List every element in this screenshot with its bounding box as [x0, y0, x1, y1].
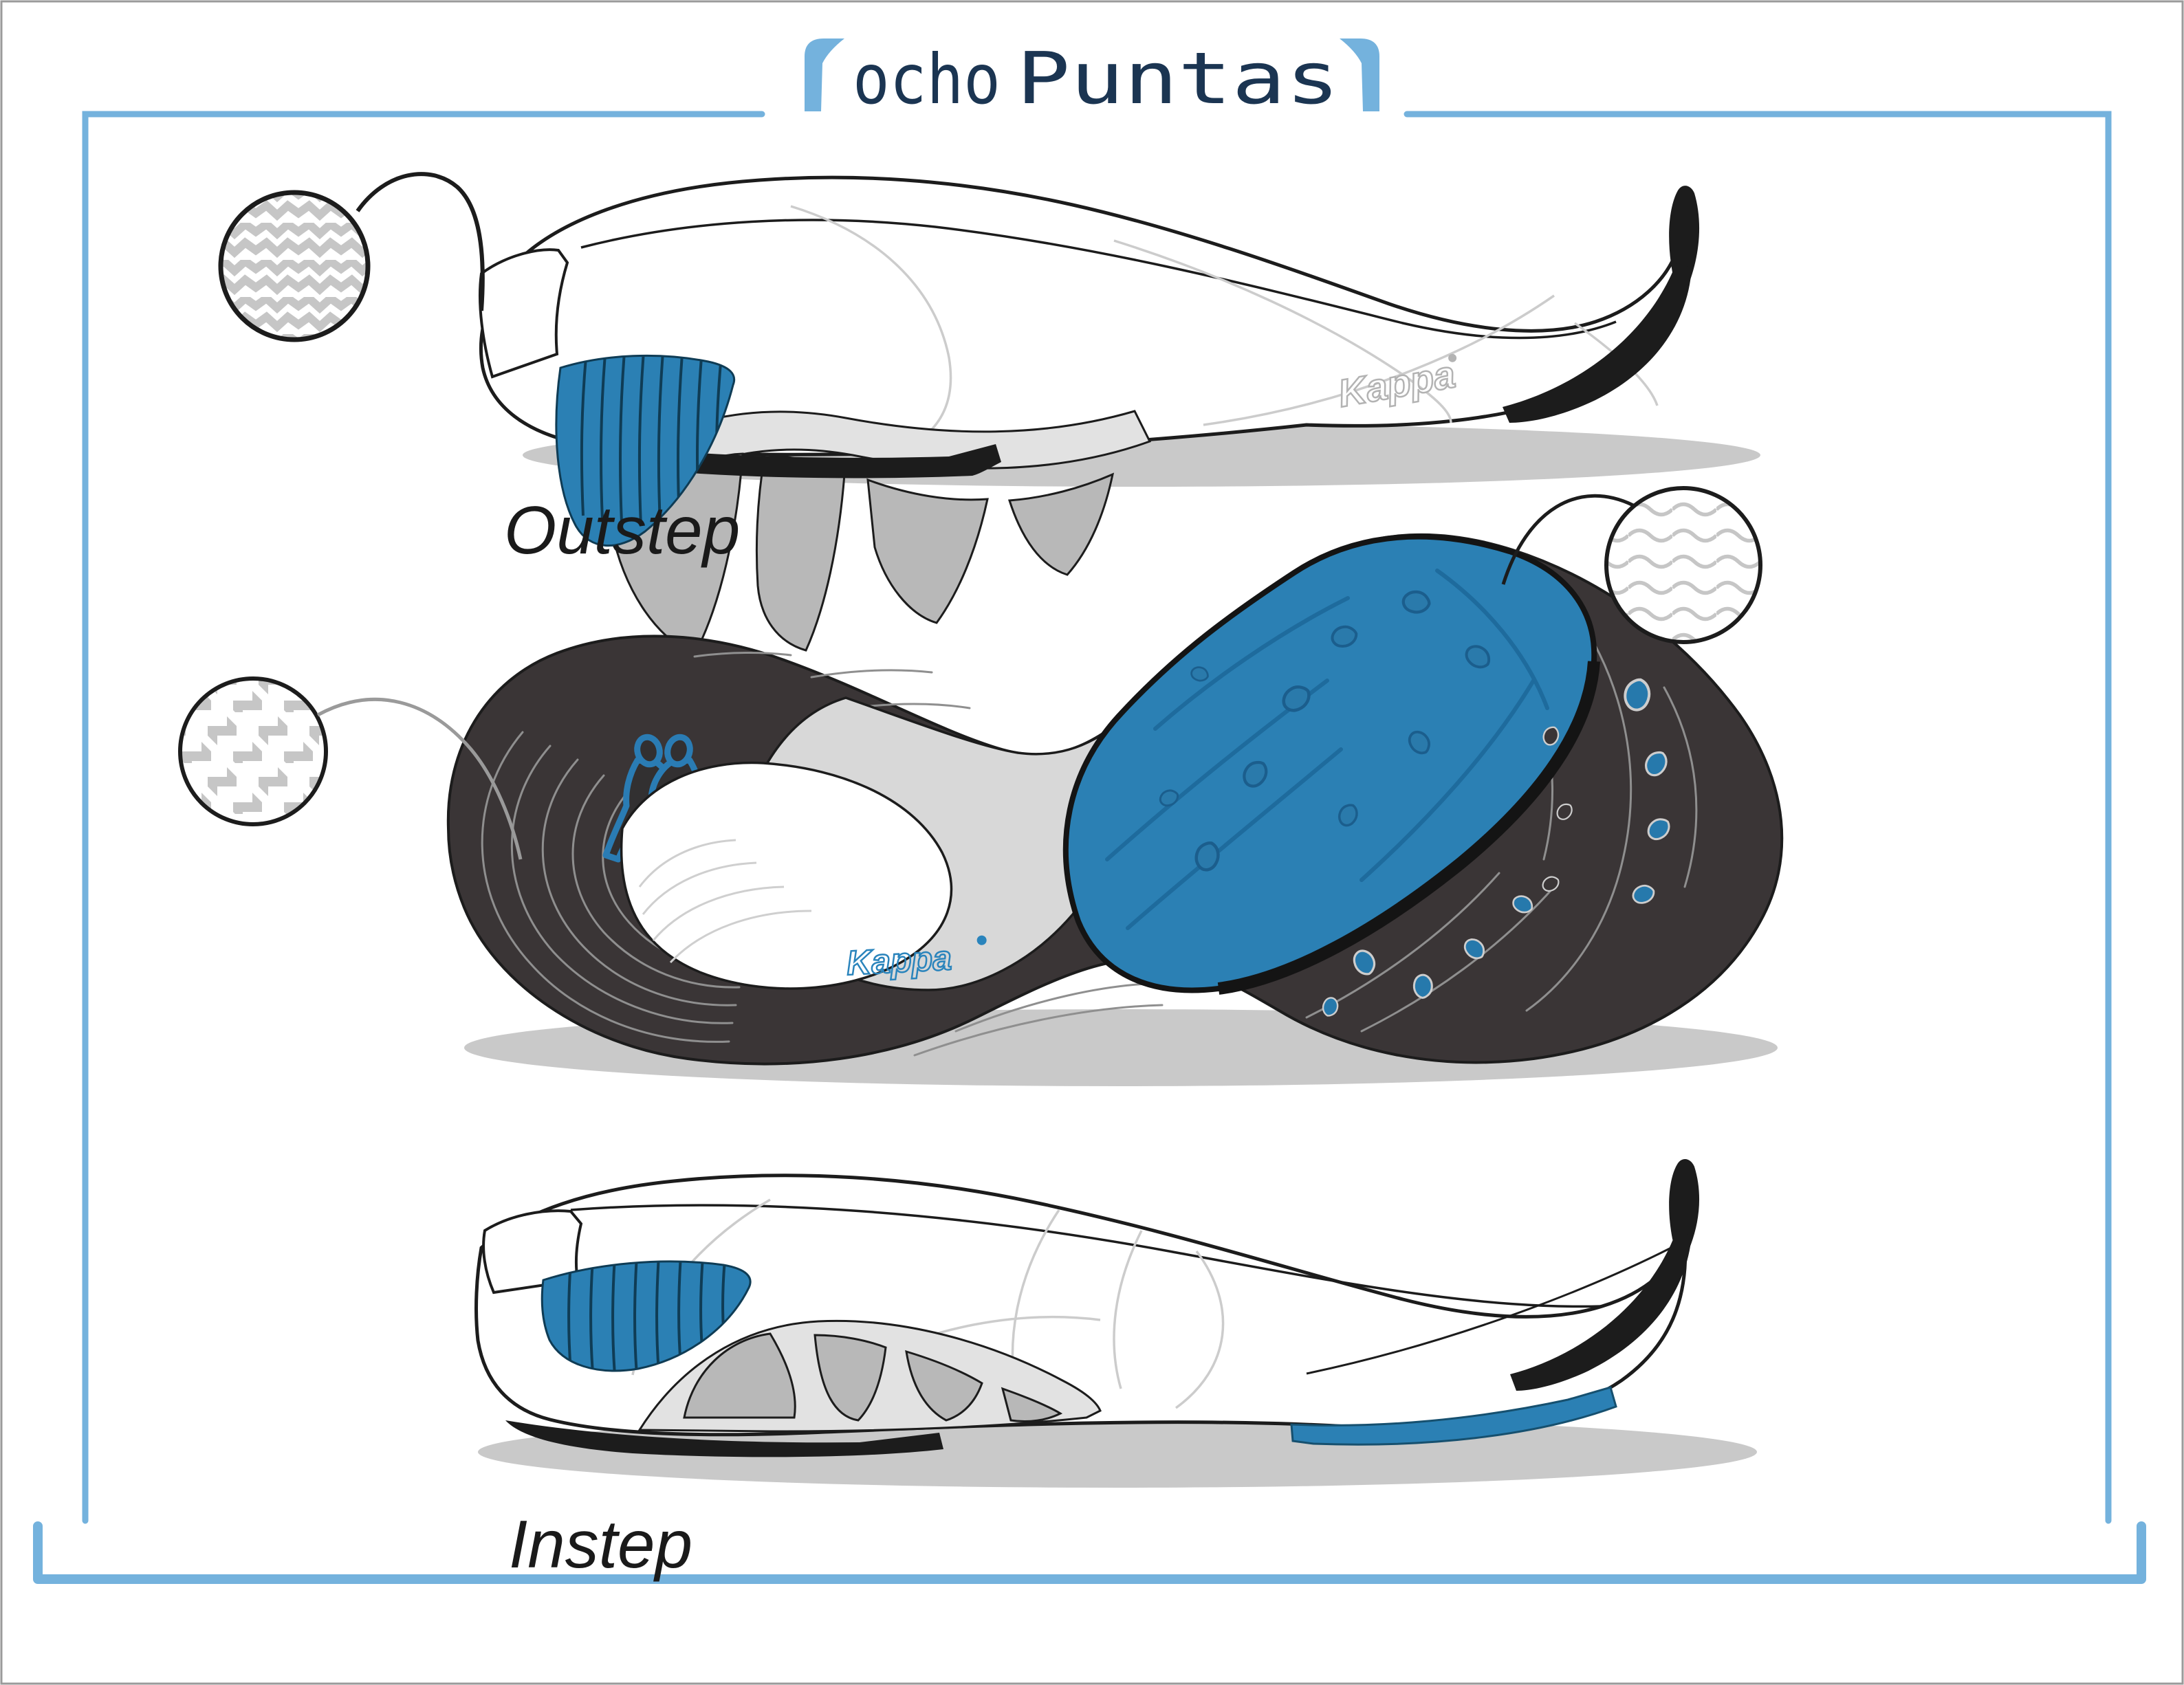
- sole-bottom-view: Kappa: [178, 486, 1784, 1086]
- sole-wordmark: Kappa: [844, 935, 987, 983]
- chevron-pattern-swatch: [218, 190, 371, 342]
- outstep-arch-windows: [611, 452, 1115, 656]
- frame: [33, 111, 2146, 1584]
- instep-view: [474, 1158, 1757, 1488]
- trademark-dot-icon: [976, 935, 987, 945]
- bracket-left-icon: [805, 38, 844, 111]
- outstep-wedge-ridges: [580, 355, 722, 527]
- instep-heel-collar: [482, 1209, 583, 1295]
- outstep-arch: [585, 410, 1152, 519]
- instep-blue-strip: [1290, 1386, 1617, 1446]
- bracket-right-icon: [1340, 38, 1379, 111]
- instep-outsole-strip: [505, 1420, 943, 1457]
- wave-pattern-swatch: [1604, 486, 1762, 644]
- sole-kappa-text: Kappa: [846, 938, 953, 982]
- outstep-topline: [580, 219, 1617, 340]
- wave-leader-line: [1501, 494, 1635, 585]
- instep-featherline: [1306, 1243, 1679, 1375]
- outstep-label: Outstep: [504, 492, 740, 568]
- instep-topline: [570, 1204, 1603, 1308]
- instep-blue-wedge: [540, 1260, 752, 1372]
- weave-leader-line: [316, 697, 523, 860]
- outstep-heel-collar: [478, 248, 569, 379]
- frame-right: [1404, 111, 2112, 1524]
- instep-front-edge: [1510, 1231, 1692, 1391]
- outstep-front-edge: [1503, 263, 1692, 423]
- outstep-contours: [790, 205, 1659, 445]
- pad-grooves: [1105, 569, 1549, 930]
- outstep-view: Kappa: [218, 172, 1760, 656]
- frame-left: [82, 111, 765, 1524]
- outstep-toe-claw: [1669, 186, 1700, 287]
- bottom-bracket: [33, 1521, 2146, 1584]
- title-word1: ocho: [853, 39, 1001, 120]
- heel-insert: [620, 761, 953, 990]
- header: ocho Puntas: [805, 36, 1379, 120]
- weave-pattern-swatch: [178, 676, 328, 826]
- forefoot-pad-rim: [1217, 661, 1600, 995]
- trademark-dot-icon: [1448, 353, 1457, 362]
- title-word2: Puntas: [1016, 36, 1340, 120]
- heel-insert-contours: [638, 839, 812, 964]
- instep-label: Instep: [509, 1506, 692, 1582]
- chevron-leader-line: [356, 172, 485, 311]
- instep-toe-claw: [1669, 1158, 1700, 1253]
- instep-wedge-ridges: [567, 1261, 726, 1371]
- instep-arch-windows: [683, 1332, 1063, 1423]
